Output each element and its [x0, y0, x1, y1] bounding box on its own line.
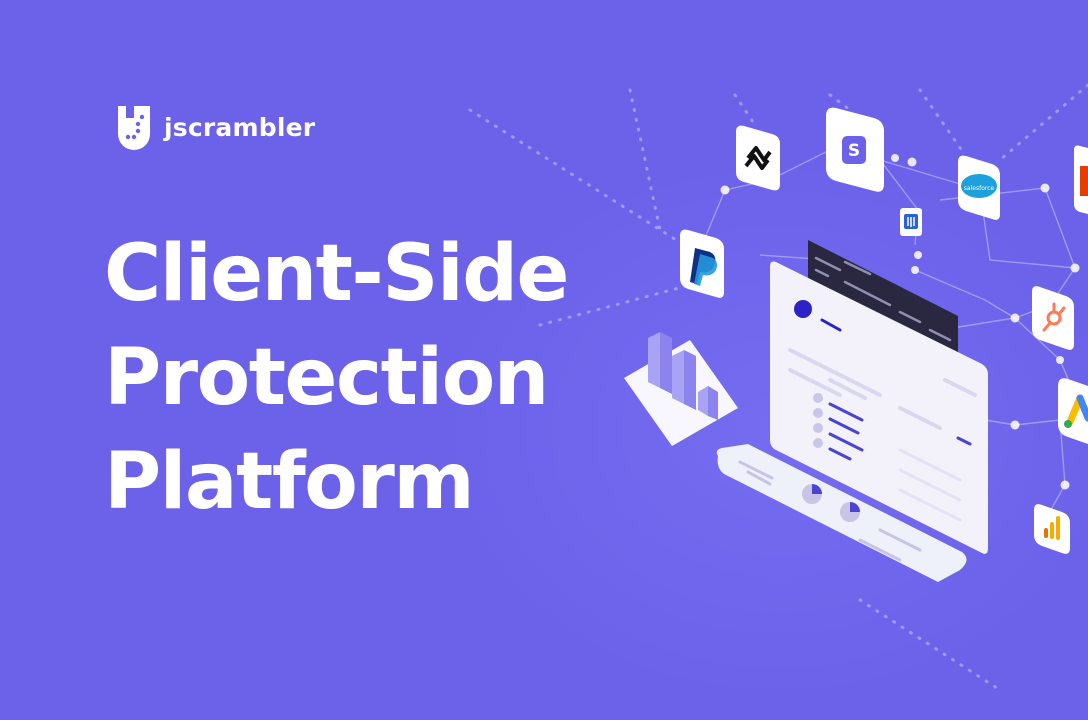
- google-ads-icon: [1058, 378, 1088, 444]
- zapier-like-icon: [736, 125, 780, 191]
- report-panel: [716, 444, 967, 582]
- dashboard-panel: [770, 261, 988, 554]
- intercom-icon: [900, 208, 922, 236]
- salesforce-tile-label: salesforce: [964, 185, 995, 192]
- hubspot-icon: [1032, 286, 1074, 350]
- jscrambler-shield-icon: [118, 106, 150, 150]
- google-analytics-icon: [1034, 504, 1070, 554]
- paypal-icon: [680, 229, 724, 298]
- salesforce-icon: salesforce: [958, 155, 1000, 220]
- brand-logo: jscrambler: [116, 104, 315, 150]
- brand-name: jscrambler: [164, 112, 316, 142]
- office-icon: [1074, 145, 1088, 214]
- hero-title-line-1: Client-Side: [104, 229, 569, 319]
- network-nodes: [720, 154, 1080, 490]
- stripe-tile-label: S: [848, 141, 860, 161]
- stripe-icon: S: [826, 107, 884, 192]
- hero-title-line-2: Protection: [104, 333, 549, 423]
- hero-title-line-3: Platform: [104, 437, 475, 527]
- hero-title: Client-Side Protection Platform: [104, 222, 569, 534]
- dotted-connections: [468, 83, 1088, 692]
- isometric-bar-chart: [624, 332, 738, 446]
